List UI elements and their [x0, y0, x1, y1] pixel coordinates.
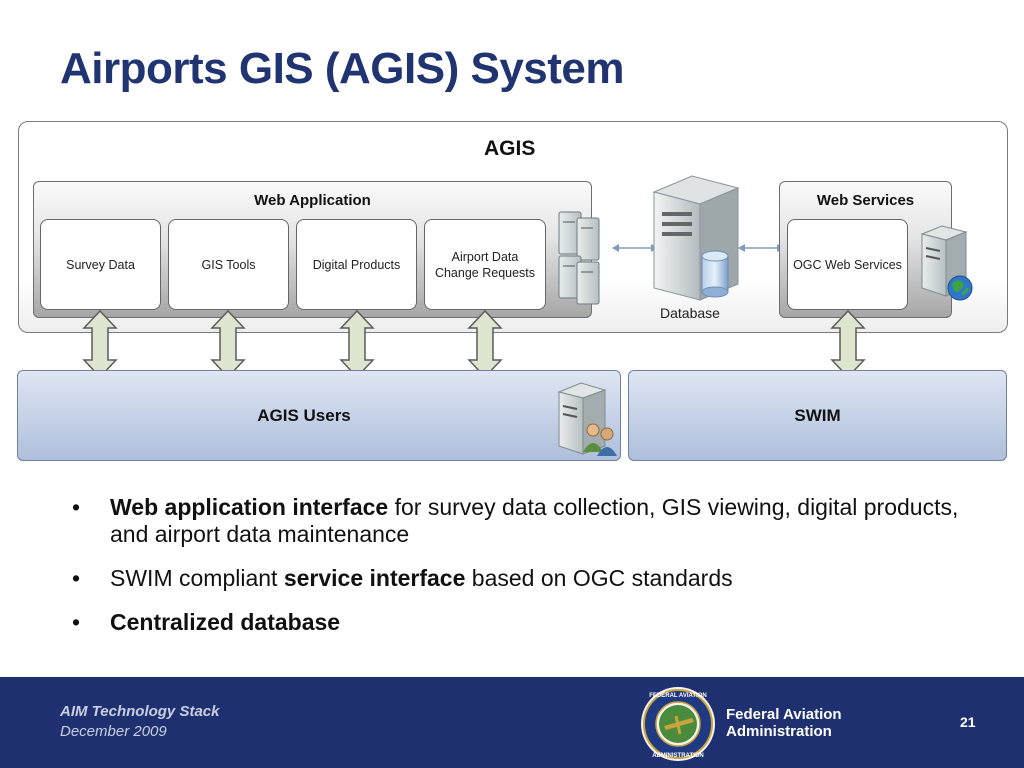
footer-presentation-title: AIM Technology Stack — [60, 703, 220, 720]
double-arrow-icon — [339, 310, 375, 378]
module-gis-tools: GIS Tools — [168, 219, 289, 310]
bullet-item: Centralized database — [72, 609, 992, 636]
globe-server-icon — [920, 225, 973, 301]
bullet-text: based on OGC standards — [465, 565, 733, 591]
double-arrow-icon — [82, 310, 118, 378]
agis-users-label: AGIS Users — [257, 405, 351, 425]
double-arrow-icon — [467, 310, 503, 378]
database-label: Database — [660, 305, 720, 321]
bullet-list: Web application interface for survey dat… — [72, 494, 992, 653]
footer-org-line1: Federal Aviation — [726, 706, 842, 723]
module-ogc-web-services: OGC Web Services — [787, 219, 908, 310]
double-arrow-icon — [210, 310, 246, 378]
footer-date: December 2009 — [60, 723, 167, 740]
agis-label: AGIS — [484, 137, 536, 160]
bullet-item: Web application interface for survey dat… — [72, 494, 992, 548]
connector-database-webservices — [738, 244, 784, 252]
bullet-bold: Web application interface — [110, 494, 389, 520]
faa-seal-logo: FEDERAL AVIATION ADMINISTRATION — [641, 687, 715, 761]
svg-text:FEDERAL AVIATION: FEDERAL AVIATION — [649, 693, 706, 699]
bullet-bold: Centralized database — [110, 609, 341, 635]
module-survey-data: Survey Data — [40, 219, 161, 310]
footer-bar — [0, 677, 1024, 768]
slide-title: Airports GIS (AGIS) System — [60, 44, 625, 93]
server-stack-icon — [558, 211, 600, 305]
footer-organization: Federal Aviation Administration — [726, 706, 842, 740]
module-airport-data-change-requests: Airport Data Change Requests — [424, 219, 546, 310]
bullet-text: SWIM compliant — [110, 565, 284, 591]
users-server-icon — [557, 382, 617, 456]
double-arrow-icon — [830, 310, 866, 378]
footer-org-line2: Administration — [726, 723, 832, 740]
database-server-icon — [652, 175, 740, 301]
bullet-bold: service interface — [283, 565, 466, 591]
web-services-title: Web Services — [816, 192, 915, 209]
swim-label: SWIM — [794, 405, 841, 425]
bullet-item: SWIM compliant service interface based o… — [72, 565, 992, 592]
web-application-title: Web Application — [254, 192, 371, 209]
bullet-text: for survey data collection, GIS viewing,… — [110, 494, 959, 547]
page-number: 21 — [960, 714, 976, 730]
agis-users-panel: AGIS Users — [17, 370, 621, 461]
svg-text:ADMINISTRATION: ADMINISTRATION — [652, 753, 704, 759]
module-digital-products: Digital Products — [296, 219, 417, 310]
swim-panel: SWIM — [628, 370, 1007, 461]
